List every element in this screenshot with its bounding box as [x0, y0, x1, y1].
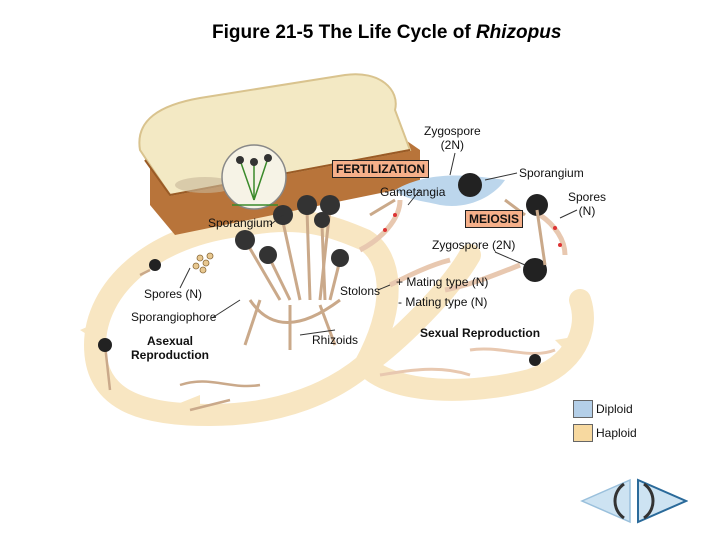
arrowhead: [80, 318, 108, 345]
forward-arrow-icon: [637, 478, 689, 524]
forward-arrow-button[interactable]: [636, 478, 689, 529]
label-fertilization: FERTILIZATION: [332, 160, 430, 178]
legend-item-diploid: Diploid: [573, 400, 633, 418]
label-meiosis: MEIOSIS: [465, 210, 524, 228]
label-asexual-text: Asexual Reproduction: [131, 334, 209, 362]
label-stolons: Stolons: [340, 284, 381, 298]
leader-lines: [179, 152, 578, 336]
title-prefix: Figure 21-5 The Life Cycle of: [212, 22, 471, 43]
label-rhizoids: Rhizoids: [312, 333, 359, 347]
label-sporangiophore: Sporangiophore: [131, 310, 217, 324]
figure-title: Figure 21-5 The Life Cycle of Rhizopus: [212, 22, 561, 44]
sexual-loop-hyphae: [379, 347, 556, 377]
legend-swatch-diploid: [573, 400, 593, 418]
legend-swatch-haploid: [573, 424, 593, 442]
diploid-region: [369, 173, 526, 217]
label-sporangium-left: Sporangium: [208, 216, 273, 230]
label-spores-right: Spores (N): [568, 190, 606, 218]
label-spores-left: Spores (N): [144, 287, 203, 301]
asexual-loop: [83, 214, 376, 427]
asexual-sporangia: [98, 259, 161, 352]
asexual-loop-hyphae: [103, 268, 261, 412]
label-sporangium-top: Sporangium: [519, 166, 584, 180]
back-arrow-button[interactable]: [580, 478, 632, 529]
sporangia: [235, 195, 349, 267]
label-zygospore-mid: Zygospore (2N): [432, 238, 516, 252]
zygospore-stalk: [535, 209, 547, 266]
label-mating-minus: - Mating type (N): [398, 295, 488, 309]
label-sexual-reproduction: Sexual Reproduction: [420, 326, 541, 340]
mating-hyphae: [358, 199, 568, 293]
label-spores-right-text: Spores (N): [568, 190, 607, 218]
magnified-colony-icon: [221, 144, 287, 210]
legend-item-haploid: Haploid: [573, 424, 637, 442]
label-mating-plus: + Mating type (N): [396, 275, 489, 289]
spore-cluster: [192, 252, 214, 274]
mating-dots: [383, 213, 562, 247]
label-zygospore-top: Zygospore (2N): [424, 124, 481, 152]
arrowhead: [555, 335, 585, 360]
label-zygospore-top-text: Zygospore (2N): [424, 124, 481, 152]
cycle-arrowheads: [80, 318, 585, 425]
back-arrow-icon: [580, 478, 631, 524]
title-italic: Rhizopus: [475, 22, 562, 43]
label-asexual-reproduction: Asexual Reproduction: [131, 334, 209, 362]
label-gametangia: Gametangia: [380, 185, 446, 199]
legend-label-diploid: Diploid: [596, 402, 633, 416]
zygospore-icons: [523, 194, 548, 282]
legend-label-haploid: Haploid: [596, 426, 637, 440]
upper-cross: [234, 210, 399, 376]
arrowhead: [175, 395, 200, 425]
cycle-loops: [83, 210, 594, 427]
